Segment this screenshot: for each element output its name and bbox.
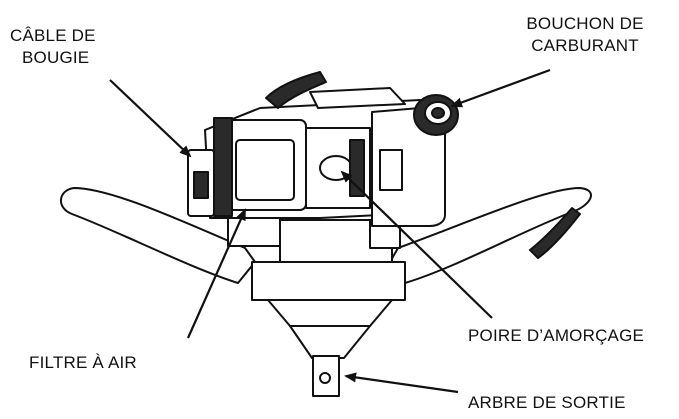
recoil-starter-handle [265, 71, 327, 109]
fuel-tank [371, 107, 446, 227]
right-handle [389, 187, 592, 284]
fuel-cap-label: BOUCHON DE CARBURANT [526, 14, 644, 55]
leader-fuel-cap [450, 68, 551, 108]
air-filter-inner [235, 139, 295, 201]
leader-output-shaft [344, 372, 459, 394]
shaft-pin-hole [319, 372, 331, 384]
gearbox-lower [267, 299, 393, 327]
leader-primer-bulb [340, 170, 493, 319]
right-throttle-lever [529, 207, 581, 259]
leader-spark-plug-cable [109, 79, 192, 158]
leader-air-filter [186, 208, 247, 339]
air-filter-frame [213, 117, 233, 217]
ignition-coil-detail [193, 171, 209, 199]
output-shaft-label: ARBRE DE SORTIE [468, 393, 626, 412]
left-handle [60, 187, 256, 284]
spark-plug-cable-label: CÂBLE DE BOUGIE [10, 26, 96, 67]
primer-bulb-label: POIRE D’AMORÇAGE [468, 326, 645, 345]
gearbox-housing [251, 261, 406, 301]
gearbox-cone [289, 325, 371, 359]
top-cover [309, 87, 406, 109]
tank-label-panel [379, 149, 403, 191]
left-mount-block [227, 217, 281, 247]
air-filter-label: FILTRE À AIR [29, 353, 137, 372]
fuel-cap [413, 94, 459, 136]
